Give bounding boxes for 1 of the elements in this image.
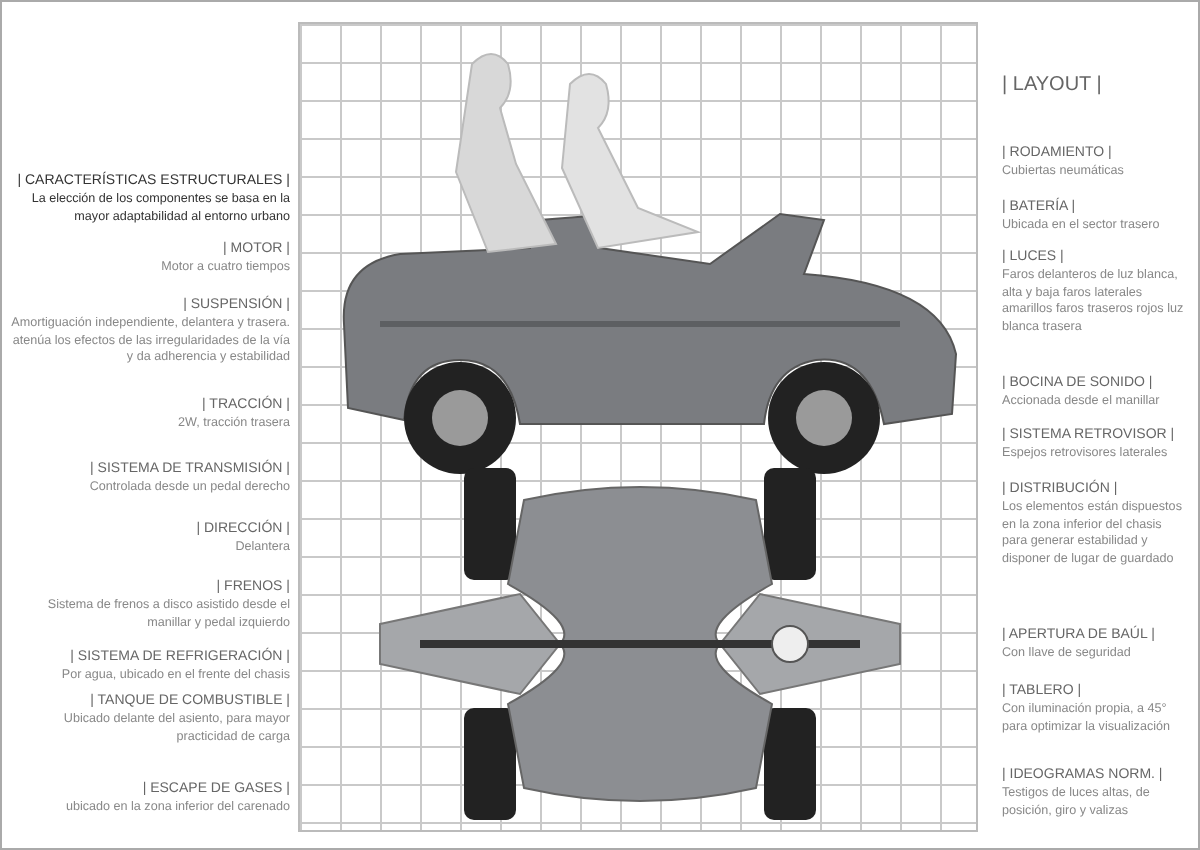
- section-heading: | LAYOUT |: [1002, 74, 1104, 96]
